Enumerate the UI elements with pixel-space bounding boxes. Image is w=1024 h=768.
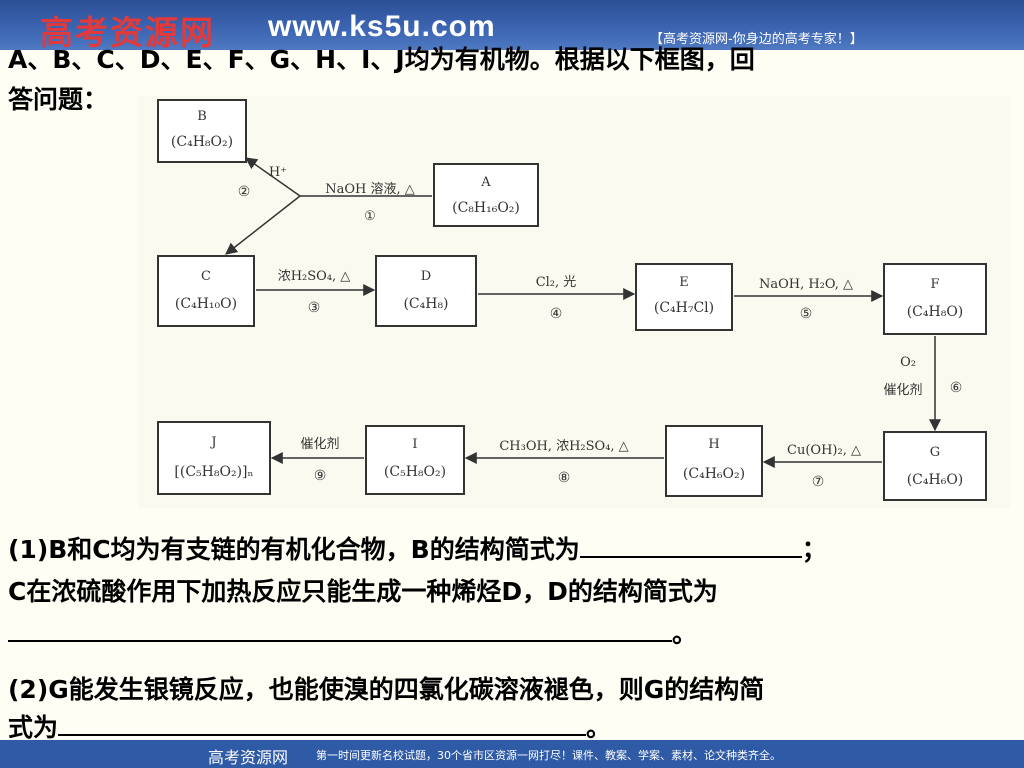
box-A-formula: (C₈H₁₆O₂) [452, 200, 520, 216]
box-H-formula: (C₄H₆O₂) [683, 466, 745, 482]
part1-line2: C在浓硫酸作用下加热反应只能生成一种烯烃D，D的结构简式为 [8, 572, 718, 608]
box-E-formula: (C₄H₇Cl) [654, 300, 714, 316]
part2-text-2: 式为 [8, 713, 59, 742]
box-C-letter: C [201, 269, 211, 284]
question-intro: A、B、C、D、E、F、G、H、I、J均为有机物。根据以下框图，回 答问题： [8, 40, 1020, 120]
box-H-letter: H [708, 437, 719, 452]
arrow-1-number: ① [364, 209, 376, 224]
answer-blank-D[interactable] [8, 614, 672, 642]
arrow-3-number: ③ [308, 300, 321, 316]
box-B-formula: (C₄H₈O₂) [171, 134, 233, 150]
arrow-8-condition: CH₃OH, 浓H₂SO₄, △ [499, 439, 628, 454]
arrow-5-condition: NaOH, H₂O, △ [759, 277, 853, 292]
part2-line1: (2)G能发生银镜反应，也能使溴的四氯化碳溶液褪色，则G的结构简 [8, 670, 764, 706]
answer-blank-G[interactable] [58, 708, 587, 736]
box-I-letter: I [412, 437, 417, 452]
site-slogan: 【高考资源网-你身边的高考专家！】 [650, 32, 863, 47]
part2-line2: 式为 。 [8, 708, 611, 744]
question-intro-line1: A、B、C、D、E、F、G、H、I、J均为有机物。根据以下框图，回 [8, 45, 755, 74]
part1-line1: (1)B和C均为有支链的有机化合物，B的结构简式为 ； [8, 530, 827, 566]
box-J-formula: [(C₅H₈O₂)]ₙ [174, 464, 253, 480]
arrow-4-number: ④ [550, 306, 563, 322]
part2-text-2-end: 。 [586, 713, 612, 742]
arrow-2-number: ② [238, 184, 251, 200]
arrow-6-condition-1: O₂ [900, 355, 916, 370]
arrow-6-condition-2: 催化剂 [883, 383, 922, 398]
box-J-letter: J [209, 435, 216, 450]
arrow-6-number: ⑥ [950, 380, 963, 396]
arrow-3-condition: 浓H₂SO₄, △ [278, 269, 351, 284]
arrow-1-condition: NaOH 溶液, △ [325, 182, 415, 197]
box-A-letter: A [480, 175, 491, 190]
site-logo[interactable]: 高考资源网 [40, 13, 215, 52]
arrow-5-number: ⑤ [800, 306, 813, 322]
box-E-letter: E [679, 275, 689, 290]
arrow-8-number: ⑧ [558, 470, 571, 486]
arrow-7-condition: Cu(OH)₂, △ [787, 443, 861, 458]
arrow-A-to-B-C [225, 157, 432, 255]
box-C-formula: (C₄H₁₀O) [175, 296, 237, 312]
part1-text-3-end: 。 [672, 619, 698, 648]
box-H: H (C₄H₆O₂) [665, 425, 763, 497]
box-D: D (C₄H₈) [375, 255, 477, 327]
question-intro-line2: 答问题： [8, 85, 109, 114]
part1-text-1: (1)B和C均为有支链的有机化合物，B的结构简式为 [8, 535, 580, 564]
arrow-9-number: ⑨ [314, 468, 327, 484]
box-A: A (C₈H₁₆O₂) [433, 163, 539, 227]
box-J: J [(C₅H₈O₂)]ₙ [157, 421, 271, 495]
box-B-letter: B [197, 109, 207, 124]
box-F-letter: F [930, 277, 939, 292]
answer-blank-B[interactable] [579, 530, 802, 558]
box-G-letter: G [930, 445, 940, 460]
box-G-formula: (C₄H₆O) [907, 472, 964, 488]
arrow-7-number: ⑦ [812, 474, 825, 490]
reaction-diagram: B (C₄H₈O₂) A (C₈H₁₆O₂) C (C₄H₁₀O) D (C₄H… [138, 96, 1010, 508]
arrow-9-condition: 催化剂 [300, 437, 339, 452]
part1-line3: 。 [8, 614, 697, 650]
box-I-formula: (C₅H₈O₂) [384, 464, 446, 480]
box-F-formula: (C₄H₈O) [907, 304, 964, 320]
box-D-letter: D [421, 269, 431, 284]
footer-brand[interactable]: 高考资源网 [208, 748, 289, 767]
box-D-formula: (C₄H₈) [403, 296, 448, 312]
box-B: B (C₄H₈O₂) [157, 99, 247, 163]
box-F: F (C₄H₈O) [883, 263, 987, 335]
box-E: E (C₄H₇Cl) [635, 263, 733, 331]
box-I: I (C₅H₈O₂) [365, 425, 465, 495]
footer-text: 第一时间更新名校试题，30个省市区资源一网打尽！课件、教案、学案、素材、论文种类… [316, 749, 781, 762]
header-banner: 高考资源网 www.ks5u.com 【高考资源网-你身边的高考专家！】 [0, 0, 1024, 52]
arrow-2-condition: H⁺ [269, 165, 287, 180]
footer-banner: 高考资源网 第一时间更新名校试题，30个省市区资源一网打尽！课件、教案、学案、素… [0, 740, 1024, 768]
part1-text-1-end: ； [801, 535, 827, 564]
part2-text-1: (2)G能发生银镜反应，也能使溴的四氯化碳溶液褪色，则G的结构简 [8, 675, 765, 704]
arrow-4-condition: Cl₂, 光 [536, 275, 577, 290]
part1-text-2: C在浓硫酸作用下加热反应只能生成一种烯烃D，D的结构简式为 [8, 577, 718, 606]
box-C: C (C₄H₁₀O) [157, 255, 255, 327]
site-url[interactable]: www.ks5u.com [268, 10, 496, 43]
box-G: G (C₄H₆O) [883, 431, 987, 501]
